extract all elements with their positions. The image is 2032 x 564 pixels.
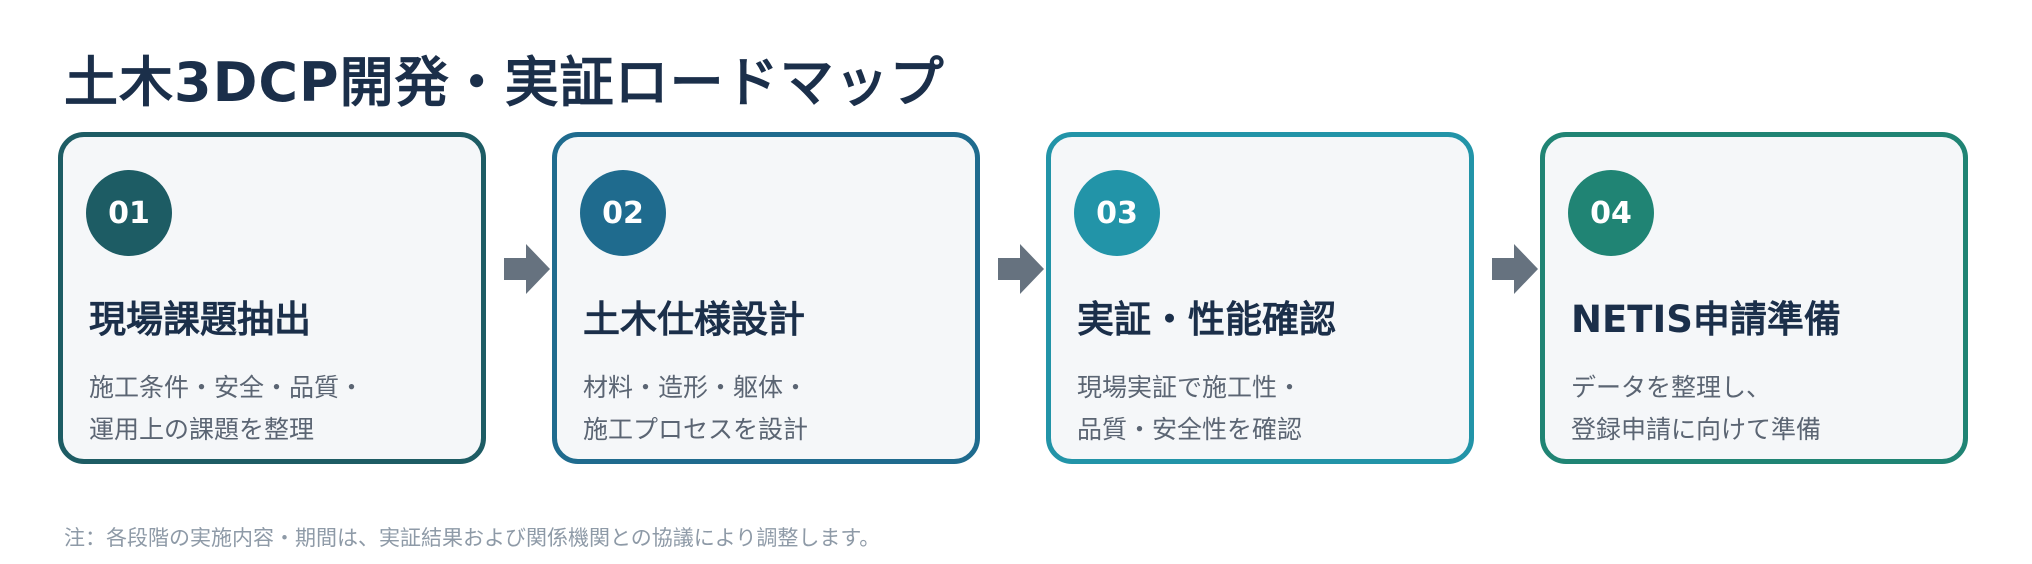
arrow-right-icon — [998, 244, 1044, 294]
step-title: 実証・性能確認 — [1077, 298, 1336, 341]
step-description-line: 材料・造形・躯体・ — [583, 373, 809, 402]
footnote: 注：各段階の実施内容・期間は、実証結果および関係機関との協議により調整します。 — [64, 526, 881, 550]
step-card-02: 02 土木仕様設計 材料・造形・躯体・ 施工プロセスを設計 — [552, 132, 980, 464]
step-title: 現場課題抽出 — [89, 298, 311, 341]
step-number-badge: 02 — [580, 170, 666, 256]
step-description-line: 現場実証で施工性・ — [1077, 373, 1303, 402]
step-description-line: 施工プロセスを設計 — [583, 415, 809, 444]
step-card-04: 04 NETIS申請準備 データを整理し、 登録申請に向けて準備 — [1540, 132, 1968, 464]
step-card-01: 01 現場課題抽出 施工条件・安全・品質・ 運用上の課題を整理 — [58, 132, 486, 464]
arrow-right-icon — [504, 244, 550, 294]
step-description: 施工条件・安全・品質・ 運用上の課題を整理 — [89, 367, 364, 451]
step-description-line: 品質・安全性を確認 — [1077, 415, 1303, 444]
page-title: 土木3DCP開発・実証ロードマップ — [64, 51, 945, 114]
step-number-badge: 03 — [1074, 170, 1160, 256]
step-card-03: 03 実証・性能確認 現場実証で施工性・ 品質・安全性を確認 — [1046, 132, 1474, 464]
step-description: データを整理し、 登録申請に向けて準備 — [1571, 367, 1821, 451]
step-description-line: データを整理し、 — [1571, 373, 1772, 402]
step-title: NETIS申請準備 — [1571, 298, 1841, 341]
step-description: 材料・造形・躯体・ 施工プロセスを設計 — [583, 367, 808, 451]
arrow-right-icon — [1492, 244, 1538, 294]
step-number-badge: 01 — [86, 170, 172, 256]
step-number-badge: 04 — [1568, 170, 1654, 256]
step-title: 土木仕様設計 — [583, 298, 805, 341]
step-description-line: 施工条件・安全・品質・ — [89, 373, 365, 402]
step-description: 現場実証で施工性・ 品質・安全性を確認 — [1077, 367, 1302, 451]
step-description-line: 運用上の課題を整理 — [89, 415, 315, 444]
step-description-line: 登録申請に向けて準備 — [1571, 415, 1822, 444]
